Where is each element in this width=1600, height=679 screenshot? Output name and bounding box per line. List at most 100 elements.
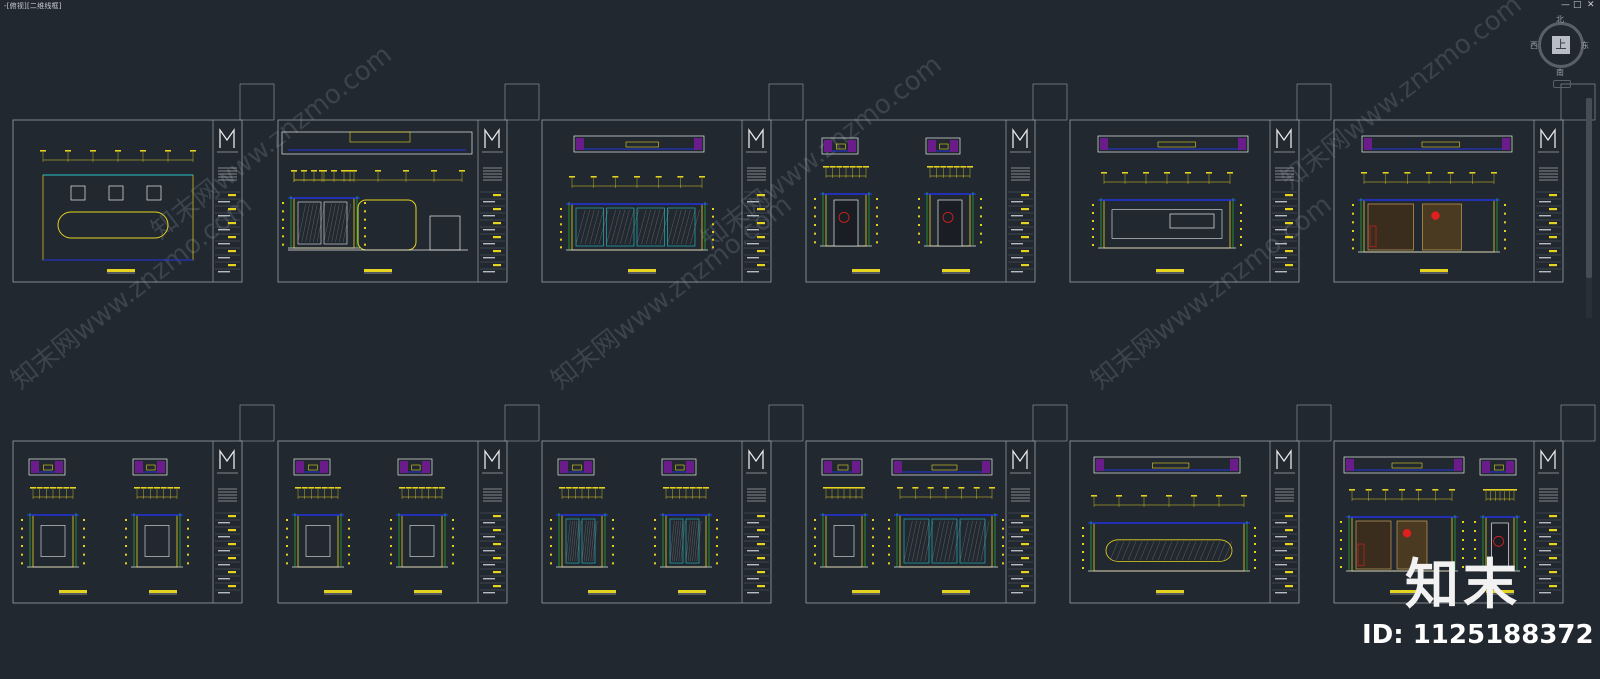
viewport-title-tab[interactable]: -[俯视][二维线框] xyxy=(4,2,62,10)
elevation-outline xyxy=(32,514,74,568)
section-strip xyxy=(397,458,433,476)
drawing-caption xyxy=(324,590,352,593)
drawing-caption xyxy=(852,590,880,593)
close-button[interactable]: ✕ xyxy=(1587,0,1595,10)
elevation-outline xyxy=(825,514,863,568)
sheet-logo-mark xyxy=(484,127,500,148)
sheet-logo-mark xyxy=(748,127,764,148)
section-strip xyxy=(1479,458,1517,476)
section-strip xyxy=(1097,135,1249,153)
drawing-sheet[interactable] xyxy=(12,83,275,283)
sheet-offset-frame xyxy=(768,83,804,121)
sheet-offset-frame xyxy=(1296,83,1332,121)
sheet-offset-frame xyxy=(504,83,540,121)
drawing-sheet[interactable] xyxy=(1069,83,1332,283)
section-strip xyxy=(573,135,705,153)
drawing-caption xyxy=(1390,590,1418,593)
drawing-sheet[interactable] xyxy=(541,404,804,604)
sheet-offset-frame xyxy=(1560,83,1596,121)
sheet-border xyxy=(1069,119,1300,283)
elevation-outline xyxy=(297,514,339,568)
sheet-border xyxy=(1333,119,1564,283)
sheet-border xyxy=(277,119,508,283)
drawing-sheet[interactable] xyxy=(1333,83,1596,283)
sheet-border xyxy=(805,440,1036,604)
sheet-logo-mark xyxy=(748,448,764,469)
drawing-sheet[interactable] xyxy=(541,83,804,283)
drawing-sheet[interactable] xyxy=(805,404,1068,604)
compass-ring[interactable] xyxy=(1538,22,1584,68)
sheet-logo-mark xyxy=(1276,127,1292,148)
watermark-text: 知末网www.znzmo.com xyxy=(546,190,798,396)
drawing-caption xyxy=(1156,269,1184,272)
compass-west-label[interactable]: 西 xyxy=(1530,41,1538,50)
wcs-menu-button[interactable] xyxy=(1553,80,1571,88)
drawing-sheet[interactable] xyxy=(805,83,1068,283)
sheet-offset-frame xyxy=(239,83,275,121)
drawing-sheet[interactable] xyxy=(277,83,540,283)
sheet-logo-mark xyxy=(1540,448,1556,469)
drawing-caption xyxy=(59,590,87,593)
watermark-text: 知末网www.znzmo.com xyxy=(1276,0,1528,196)
section-strip xyxy=(557,458,595,476)
drawing-caption xyxy=(678,590,706,593)
section-strip xyxy=(891,458,993,476)
sheet-logo-mark xyxy=(484,448,500,469)
drawing-caption xyxy=(588,590,616,593)
drawing-sheet[interactable] xyxy=(1069,404,1332,604)
vertical-scrollbar[interactable] xyxy=(1584,98,1596,318)
restore-button[interactable]: □ xyxy=(1573,0,1582,10)
sheet-offset-frame xyxy=(239,404,275,442)
sheet-border xyxy=(12,119,243,283)
sheet-border xyxy=(277,440,508,604)
minimize-button[interactable]: — xyxy=(1561,0,1570,10)
sheet-offset-frame xyxy=(768,404,804,442)
scrollbar-thumb[interactable] xyxy=(1586,98,1592,278)
sheet-logo-mark xyxy=(1540,127,1556,148)
compass-north-label[interactable]: 北 xyxy=(1556,15,1564,24)
compass-east-label[interactable]: 东 xyxy=(1581,41,1589,50)
sheet-offset-frame xyxy=(1032,404,1068,442)
sheet-logo-mark xyxy=(1276,448,1292,469)
watermark-text: 知末网www.znzmo.com xyxy=(1086,190,1338,396)
sheet-border xyxy=(541,119,772,283)
sheet-border xyxy=(12,440,243,604)
sheet-offset-frame xyxy=(504,404,540,442)
elevation-outline xyxy=(1103,199,1231,249)
drawing-sheet[interactable] xyxy=(277,404,540,604)
sheet-logo-mark xyxy=(219,448,235,469)
section-strip xyxy=(281,131,473,155)
watermark-text: 知末网www.znzmo.com xyxy=(6,190,258,396)
image-id-label: ID: 1125188372 xyxy=(1362,620,1594,650)
elevation-outline xyxy=(899,514,993,568)
viewcube[interactable]: 北 南 东 西 上 xyxy=(1530,12,1592,88)
watermark-text: 知末网www.znzmo.com xyxy=(146,40,398,246)
section-strip xyxy=(1343,456,1465,474)
elevation-outline xyxy=(136,514,178,568)
compass-south-label[interactable]: 南 xyxy=(1556,68,1564,77)
drawing-caption xyxy=(107,269,135,272)
drawing-sheet[interactable] xyxy=(12,404,275,604)
section-strip xyxy=(1093,456,1241,474)
drawing-caption xyxy=(942,269,970,272)
brand-logo: 知末 xyxy=(1405,553,1521,616)
drawing-caption xyxy=(942,590,970,593)
drawing-sheet[interactable] xyxy=(1333,404,1596,604)
drawing-caption xyxy=(1486,590,1514,593)
section-strip xyxy=(661,458,697,476)
sheet-logo-mark xyxy=(1012,448,1028,469)
sheet-border xyxy=(1069,440,1300,604)
sheet-border xyxy=(1333,440,1564,604)
drawing-caption xyxy=(414,590,442,593)
sheet-logo-mark xyxy=(1012,127,1028,148)
elevation-outline xyxy=(1093,522,1245,572)
viewcube-top-face[interactable]: 上 xyxy=(1552,36,1570,54)
drawing-caption xyxy=(628,269,656,272)
sheet-logo-mark xyxy=(219,127,235,148)
section-strip xyxy=(1361,135,1513,153)
sheet-offset-frame xyxy=(1296,404,1332,442)
section-strip xyxy=(28,458,66,476)
section-strip xyxy=(925,137,961,155)
